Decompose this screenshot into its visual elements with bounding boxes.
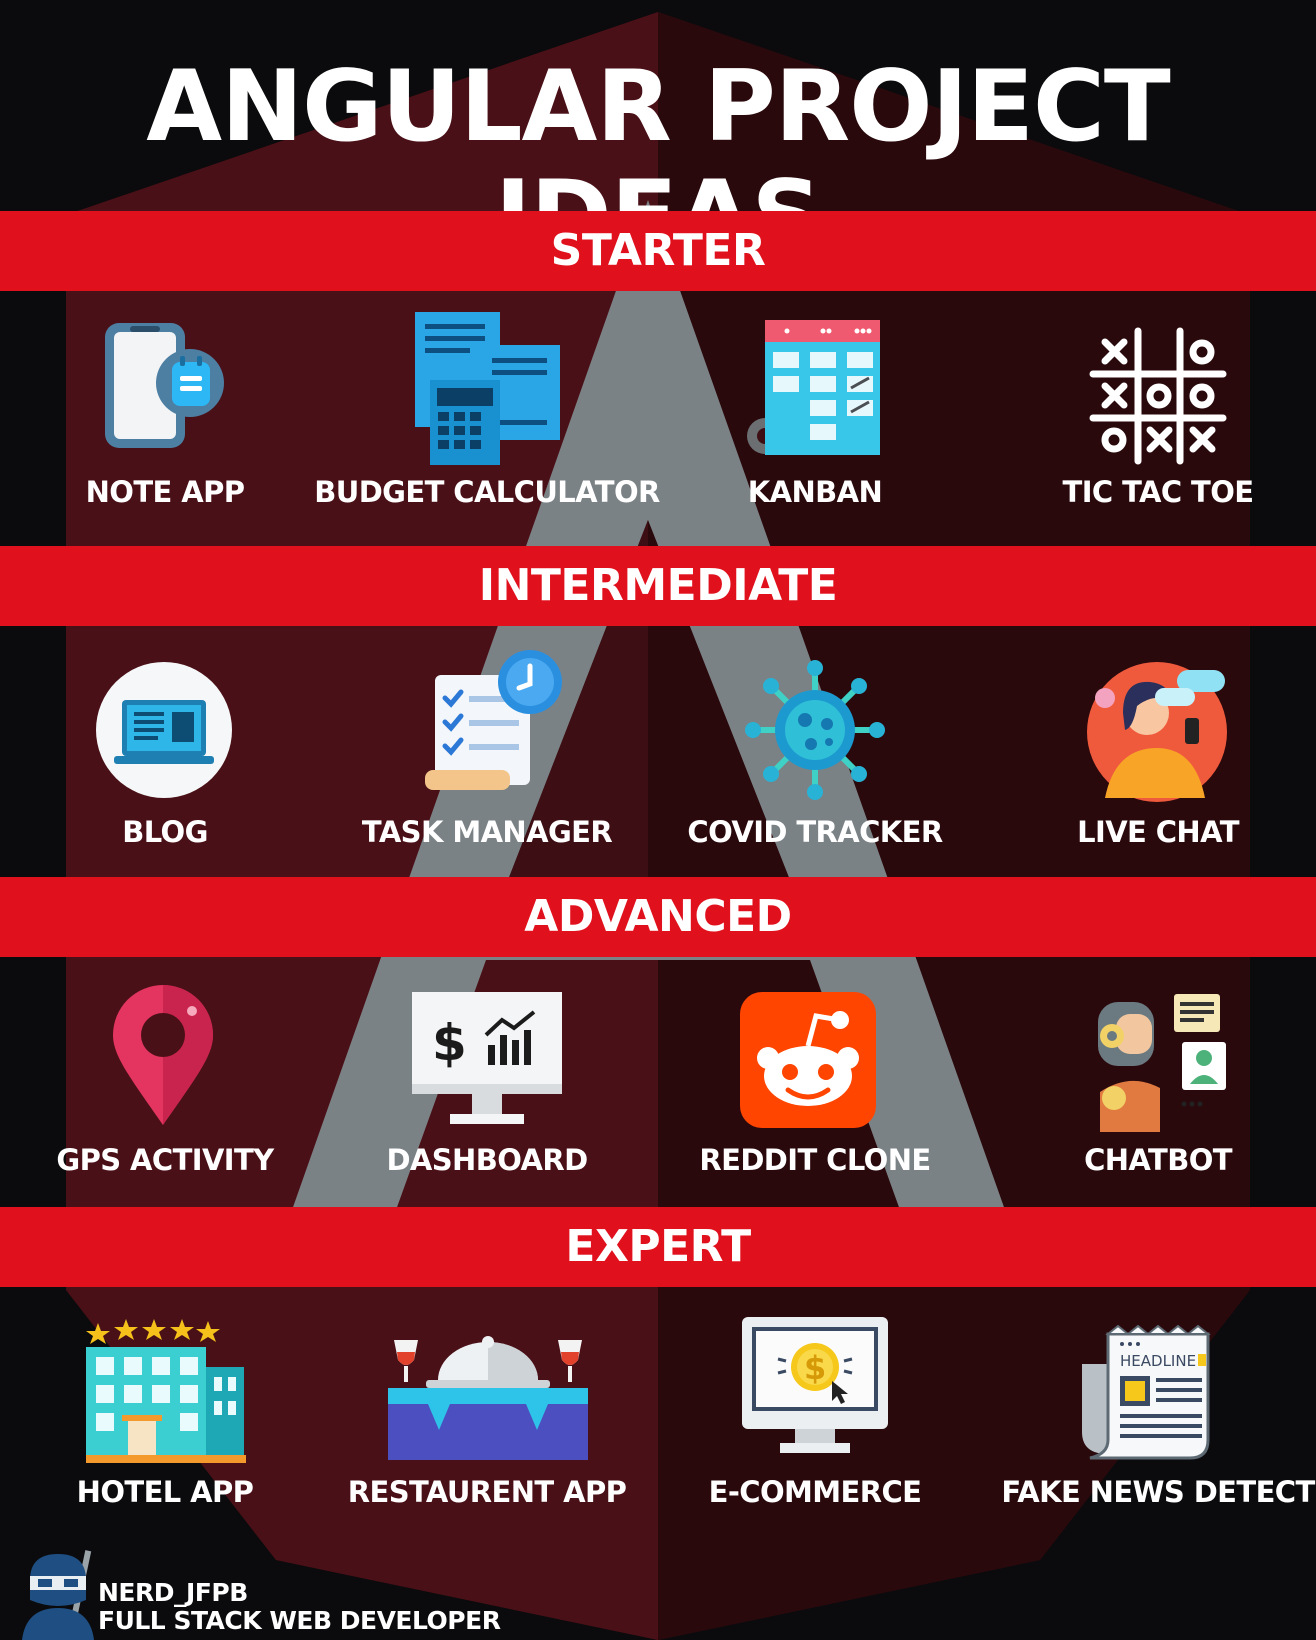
project-label-task-manager: TASK MANAGER xyxy=(361,815,613,849)
project-label-blog: BLOG xyxy=(122,815,208,849)
project-label-fake-news-detect: FAKE NEWS DETECT xyxy=(1001,1475,1315,1509)
restaurant-table-icon xyxy=(388,1330,588,1460)
page-title: ANGULAR PROJECT IDEAS xyxy=(146,50,1171,272)
tier-band-intermediate: INTERMEDIATE xyxy=(0,546,1316,626)
hotel-icon xyxy=(86,1315,246,1465)
virus-icon xyxy=(745,660,885,800)
svg-text:$: $ xyxy=(432,1014,467,1072)
kanban-board-icon xyxy=(735,318,885,458)
reddit-icon xyxy=(738,990,878,1130)
tier-band-starter: STARTER xyxy=(0,211,1316,291)
project-label-reddit-clone: REDDIT CLONE xyxy=(699,1143,931,1177)
newspaper-icon: HEADLINE xyxy=(1080,1322,1235,1462)
project-label-hotel-app: HOTEL APP xyxy=(76,1475,254,1509)
project-label-gps-activity: GPS ACTIVITY xyxy=(56,1143,274,1177)
project-label-tic-tac-toe: TIC TAC TOE xyxy=(1062,475,1255,509)
note-app-icon xyxy=(100,318,230,453)
ninja-avatar-icon xyxy=(22,1550,100,1640)
svg-text:$: $ xyxy=(804,1349,826,1387)
project-label-restaurent-app: RESTAURENT APP xyxy=(347,1475,627,1509)
project-label-budget-calculator: BUDGET CALCULATOR xyxy=(314,475,660,509)
footer-role: FULL STACK WEB DEVELOPER xyxy=(98,1606,501,1635)
tier-band-expert: EXPERT xyxy=(0,1207,1316,1287)
project-label-live-chat: LIVE CHAT xyxy=(1077,815,1239,849)
robot-chat-icon xyxy=(1090,992,1230,1132)
project-label-e-commerce: E-COMMERCE xyxy=(708,1475,922,1509)
tier-band-advanced: ADVANCED xyxy=(0,877,1316,957)
laptop-blog-icon xyxy=(94,660,234,800)
footer-handle: NERD_JFPB xyxy=(98,1578,248,1607)
map-pin-icon xyxy=(108,985,218,1130)
project-label-covid-tracker: COVID TRACKER xyxy=(687,815,943,849)
project-label-chatbot: CHATBOT xyxy=(1084,1143,1232,1177)
project-label-note-app: NOTE APP xyxy=(85,475,245,509)
person-chat-icon xyxy=(1085,658,1230,803)
ecommerce-monitor-icon: $ xyxy=(740,1315,890,1460)
dashboard-monitor-icon: $ xyxy=(410,990,565,1130)
budget-calculator-icon xyxy=(410,310,565,465)
headline-text: HEADLINE xyxy=(1120,1352,1196,1370)
checklist-clock-icon xyxy=(425,650,570,800)
project-label-dashboard: DASHBOARD xyxy=(386,1143,588,1177)
tic-tac-toe-icon xyxy=(1088,326,1228,466)
project-label-kanban: KANBAN xyxy=(747,475,883,509)
